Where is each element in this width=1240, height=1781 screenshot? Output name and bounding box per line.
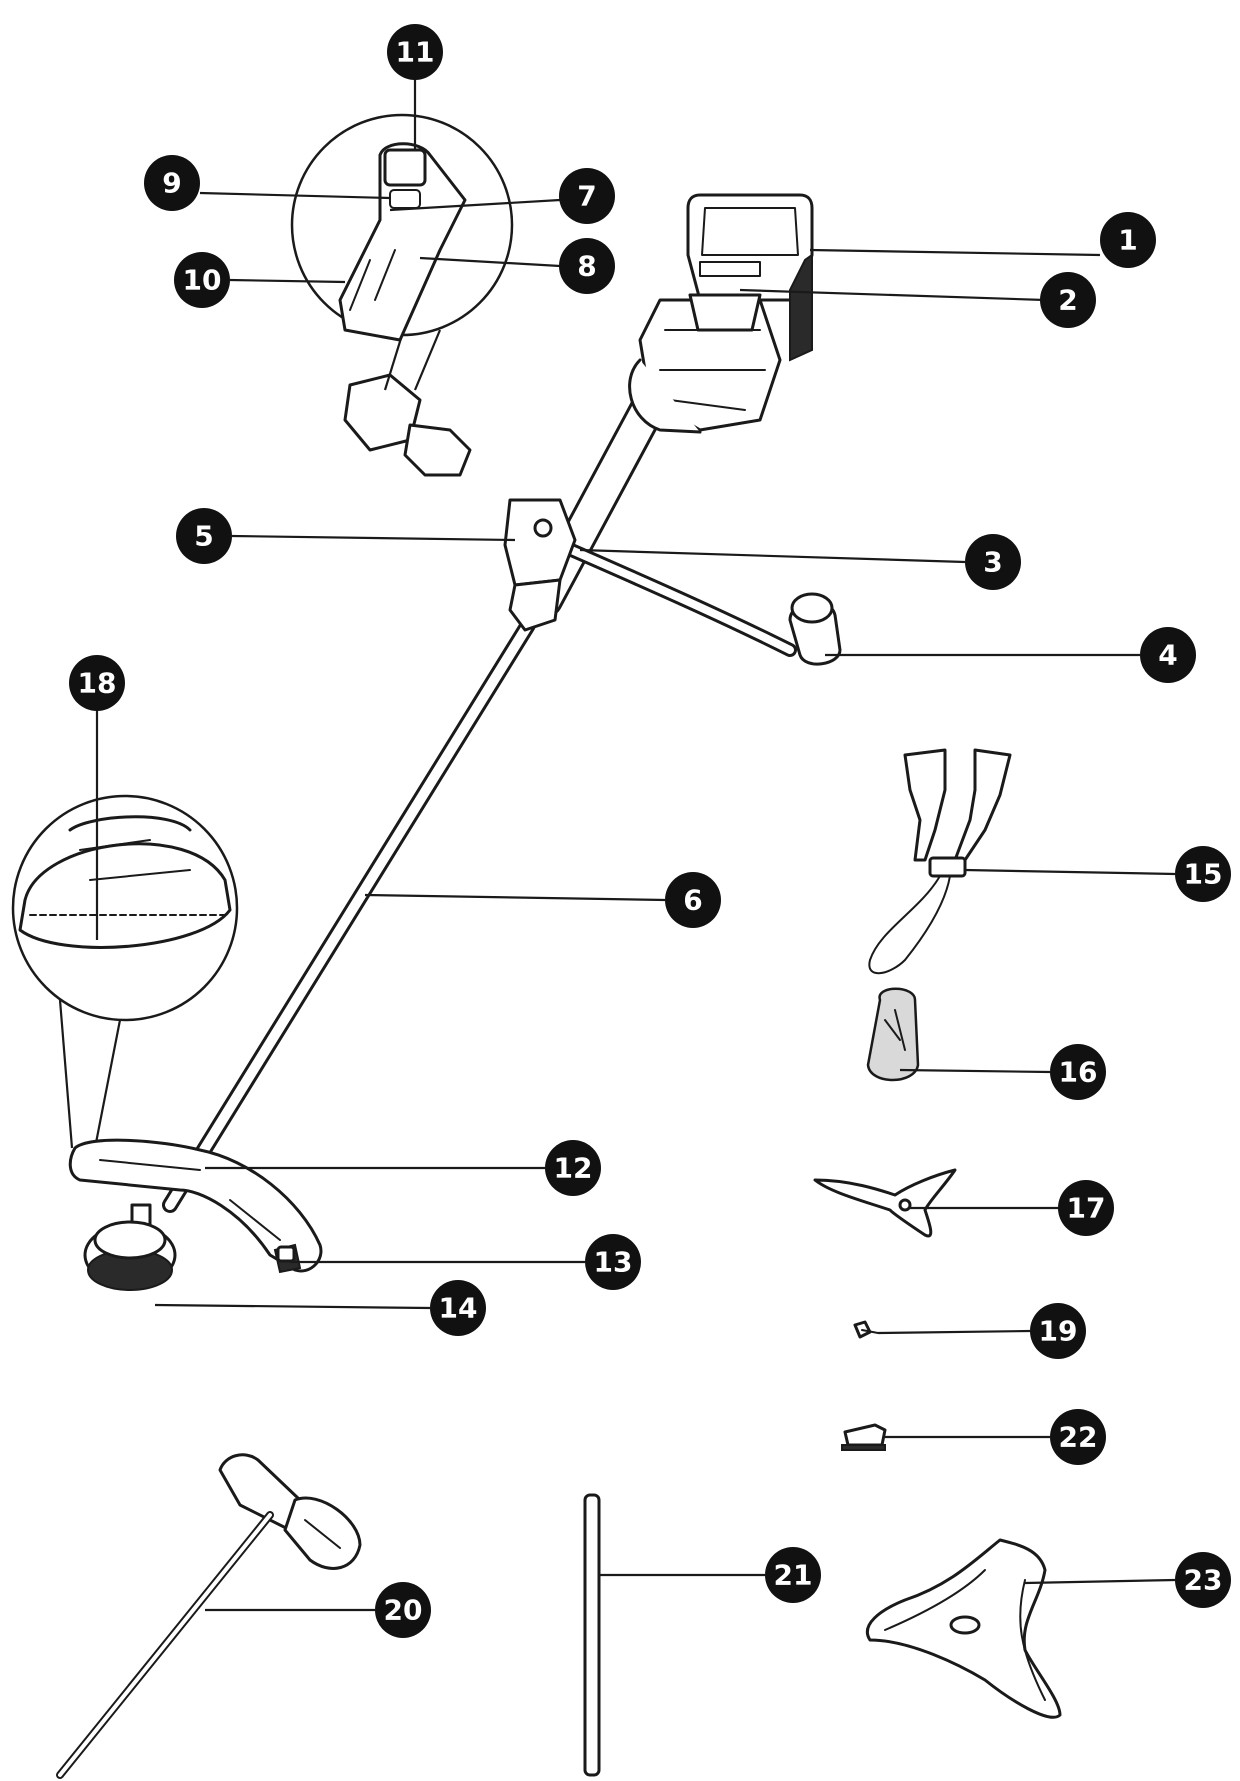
callout-1: 1 — [1100, 212, 1156, 268]
shoulder-harness — [866, 748, 1012, 1082]
hex-key — [583, 1493, 601, 1777]
leader-16 — [899, 1068, 1051, 1074]
callout-20: 20 — [375, 1582, 431, 1638]
callout-18: 18 — [69, 655, 125, 711]
callout-11: 11 — [387, 24, 443, 80]
left-handle — [343, 373, 472, 477]
callout-21: 21 — [765, 1547, 821, 1603]
callout-3: 3 — [965, 534, 1021, 590]
callout-6-label: 6 — [683, 884, 702, 917]
callout-11-label: 11 — [396, 36, 435, 69]
callout-21-label: 21 — [774, 1559, 813, 1592]
callout-4: 4 — [1140, 627, 1196, 683]
callout-7-label: 7 — [577, 180, 596, 213]
callout-14-label: 14 — [439, 1292, 478, 1325]
callout-5-label: 5 — [194, 520, 213, 553]
combination-wrench — [56, 1453, 362, 1779]
callout-9: 9 — [144, 155, 200, 211]
leader-6 — [364, 893, 666, 902]
callout-12: 12 — [545, 1140, 601, 1196]
leader-1 — [809, 248, 1101, 257]
callout-19-label: 19 — [1039, 1315, 1078, 1348]
right-handle — [788, 592, 842, 666]
handle-detail-magnifier — [290, 113, 514, 391]
callout-18-label: 18 — [78, 667, 117, 700]
callout-8: 8 — [559, 238, 615, 294]
callout-22-label: 22 — [1059, 1421, 1098, 1454]
callout-12-label: 12 — [554, 1152, 593, 1185]
callout-22: 22 — [1050, 1409, 1106, 1465]
callout-15: 15 — [1175, 846, 1231, 902]
callout-16: 16 — [1050, 1044, 1106, 1100]
brush-cutter-illustration — [11, 113, 1062, 1779]
leader-15 — [964, 868, 1176, 876]
callout-10-label: 10 — [183, 264, 222, 297]
callout-6: 6 — [665, 872, 721, 928]
battery-pack — [686, 193, 814, 362]
leader-8 — [419, 256, 561, 268]
callout-3-label: 3 — [983, 546, 1002, 579]
callout-2: 2 — [1040, 272, 1096, 328]
main-shaft — [162, 377, 673, 1213]
washer — [841, 1423, 887, 1451]
leader-10 — [229, 278, 346, 284]
callout-7: 7 — [559, 168, 615, 224]
callout-2-label: 2 — [1058, 284, 1077, 317]
callout-15-label: 15 — [1184, 858, 1223, 891]
callout-16-label: 16 — [1059, 1056, 1098, 1089]
callout-5: 5 — [176, 508, 232, 564]
callout-9-label: 9 — [162, 167, 181, 200]
leader-14 — [154, 1303, 431, 1310]
leader-2 — [739, 288, 1046, 302]
handle-clamp — [503, 498, 577, 632]
leader-5 — [231, 534, 516, 542]
callout-20-label: 20 — [384, 1594, 423, 1627]
plastic-blade — [813, 1168, 957, 1238]
callout-17: 17 — [1058, 1180, 1114, 1236]
callout-4-label: 4 — [1158, 639, 1177, 672]
callout-17-label: 17 — [1067, 1192, 1106, 1225]
callout-14: 14 — [430, 1280, 486, 1336]
leader-23 — [1024, 1578, 1176, 1585]
metal-blade — [866, 1538, 1062, 1719]
bolt — [853, 1320, 879, 1339]
callout-1-label: 1 — [1118, 224, 1137, 257]
callout-23-label: 23 — [1184, 1564, 1223, 1597]
motor-housing — [628, 298, 782, 434]
leader-19 — [877, 1329, 1031, 1335]
guard-detail-magnifier — [11, 794, 239, 1149]
callout-badges: 1 2 3 4 5 6 7 8 — [69, 24, 1231, 1638]
callout-19: 19 — [1030, 1303, 1086, 1359]
leader-9 — [199, 191, 391, 200]
callout-8-label: 8 — [577, 250, 596, 283]
callout-10: 10 — [174, 252, 230, 308]
callout-13-label: 13 — [594, 1246, 633, 1279]
guard-clamp — [276, 1245, 296, 1263]
callout-23: 23 — [1175, 1552, 1231, 1608]
leader-lines — [95, 78, 1176, 1612]
leader-3 — [579, 548, 966, 564]
leader-7 — [389, 198, 561, 212]
callout-13: 13 — [585, 1234, 641, 1290]
trimmer-head — [83, 1203, 177, 1291]
